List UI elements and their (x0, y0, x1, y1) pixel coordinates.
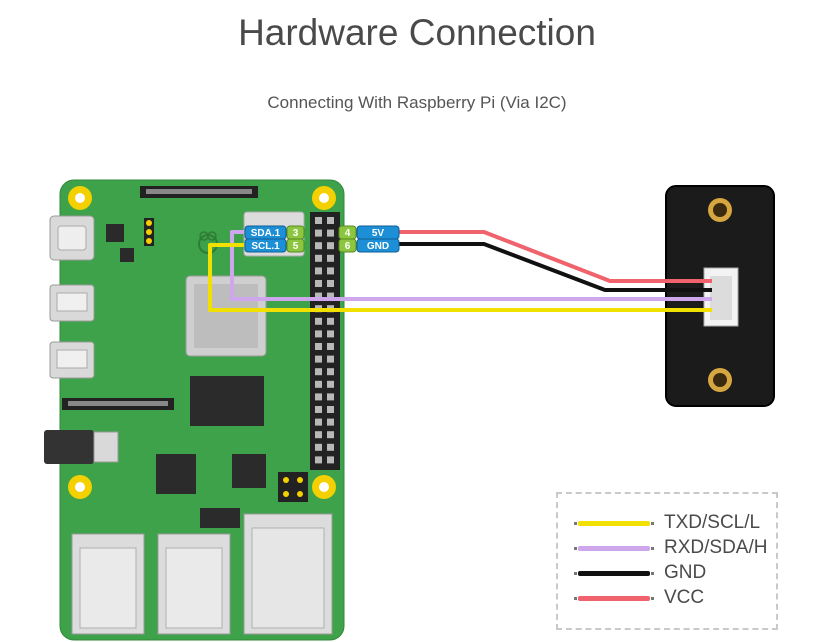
pin-number-4: 4 (338, 225, 357, 240)
ram-chip (190, 376, 264, 426)
gpio-pin (315, 355, 322, 363)
audio-jack (44, 430, 94, 464)
gpio-pin (315, 456, 322, 464)
sda-wire (230, 230, 712, 301)
gpio-pin (315, 292, 322, 300)
sensor-module (665, 185, 775, 407)
pin-gnd-name: GND (367, 241, 389, 252)
mounting-hole (708, 368, 732, 392)
gpio-pin (327, 280, 334, 287)
gnd-wire (399, 242, 712, 292)
gpio-pin (315, 229, 322, 237)
scl-wire (208, 243, 712, 312)
legend-swatch (574, 571, 654, 576)
gpio-pin (315, 217, 322, 224)
gpio-pin (327, 317, 334, 325)
mounting-hole (68, 475, 92, 499)
legend-item-sda: RXD/SDA/H (574, 537, 778, 559)
gpio-pin (315, 330, 322, 338)
gpio-pin (327, 292, 334, 300)
pin-scl-number: 5 (293, 241, 299, 252)
gpio-pin (315, 393, 322, 401)
pin-number-6: 6 (338, 238, 357, 253)
legend-swatch (574, 521, 654, 526)
gpio-pin (327, 380, 334, 388)
pin-scl-name: SCL.1 (251, 241, 280, 252)
poe-header (278, 472, 308, 502)
gpio-pin (315, 431, 322, 439)
pin-label-scl: SCL.1 (244, 238, 287, 253)
legend-label: RXD/SDA/H (664, 537, 768, 558)
legend-swatch (574, 546, 654, 551)
gpio-pin (315, 343, 322, 350)
pin-vcc-name: 5V (372, 228, 385, 239)
gpio-pin (315, 254, 322, 262)
gpio-pin (315, 443, 322, 451)
gpio-pin (327, 418, 334, 426)
pin-number-3: 3 (286, 225, 305, 240)
pin-label-5v: 5V (356, 225, 400, 240)
legend-item-gnd: GND (574, 562, 778, 584)
gpio-pin (315, 267, 322, 275)
pin-sda-number: 3 (293, 228, 299, 239)
gpio-pin (327, 456, 334, 464)
gpio-pin (327, 242, 334, 250)
pin-gnd-number: 6 (345, 241, 351, 252)
pin-vcc-number: 4 (345, 228, 351, 239)
gpio-pin (315, 242, 322, 250)
vcc-wire (399, 230, 712, 283)
gpio-pin (327, 229, 334, 237)
gpio-pin (315, 380, 322, 388)
legend-label: VCC (664, 587, 705, 608)
gpio-pin (327, 217, 334, 224)
gpio-pin (327, 431, 334, 439)
mounting-hole (312, 186, 336, 210)
gpio-pin (315, 317, 322, 325)
legend-swatch (574, 596, 654, 601)
gpio-pin (315, 418, 322, 426)
gpio-pin (315, 368, 322, 376)
gpio-pin (315, 280, 322, 287)
legend-label: GND (664, 562, 707, 583)
gpio-pin (327, 254, 334, 262)
legend: TXD/SCL/L RXD/SDA/H GND VCC (556, 492, 778, 630)
pin-sda-name: SDA.1 (251, 228, 281, 239)
mounting-hole (312, 475, 336, 499)
pin-label-gnd: GND (356, 238, 400, 253)
gpio-pin (327, 443, 334, 451)
gpio-pin (327, 343, 334, 350)
gpio-pin (315, 406, 322, 413)
gpio-pin (327, 355, 334, 363)
mounting-hole (68, 186, 92, 210)
raspberry-pi-board (44, 179, 345, 641)
page-title: Hardware Connection (238, 12, 596, 53)
usb-controller-chip (156, 454, 196, 494)
gpio-pin (327, 330, 334, 338)
gpio-pin (327, 393, 334, 401)
chip (106, 224, 124, 242)
pin-label-sda: SDA.1 (244, 225, 287, 240)
gpio-pin (327, 406, 334, 413)
mounting-hole (708, 198, 732, 222)
ethernet-chip (232, 454, 266, 488)
page-subtitle: Connecting With Raspberry Pi (Via I2C) (267, 93, 567, 112)
gpio-pin (327, 368, 334, 376)
legend-item-scl: TXD/SCL/L (574, 512, 778, 534)
wires (208, 230, 712, 312)
gpio-pin (327, 267, 334, 275)
legend-item-vcc: VCC (574, 587, 778, 609)
pin-number-5: 5 (286, 238, 305, 253)
gpio-header (310, 212, 340, 470)
legend-label: TXD/SCL/L (664, 512, 761, 533)
